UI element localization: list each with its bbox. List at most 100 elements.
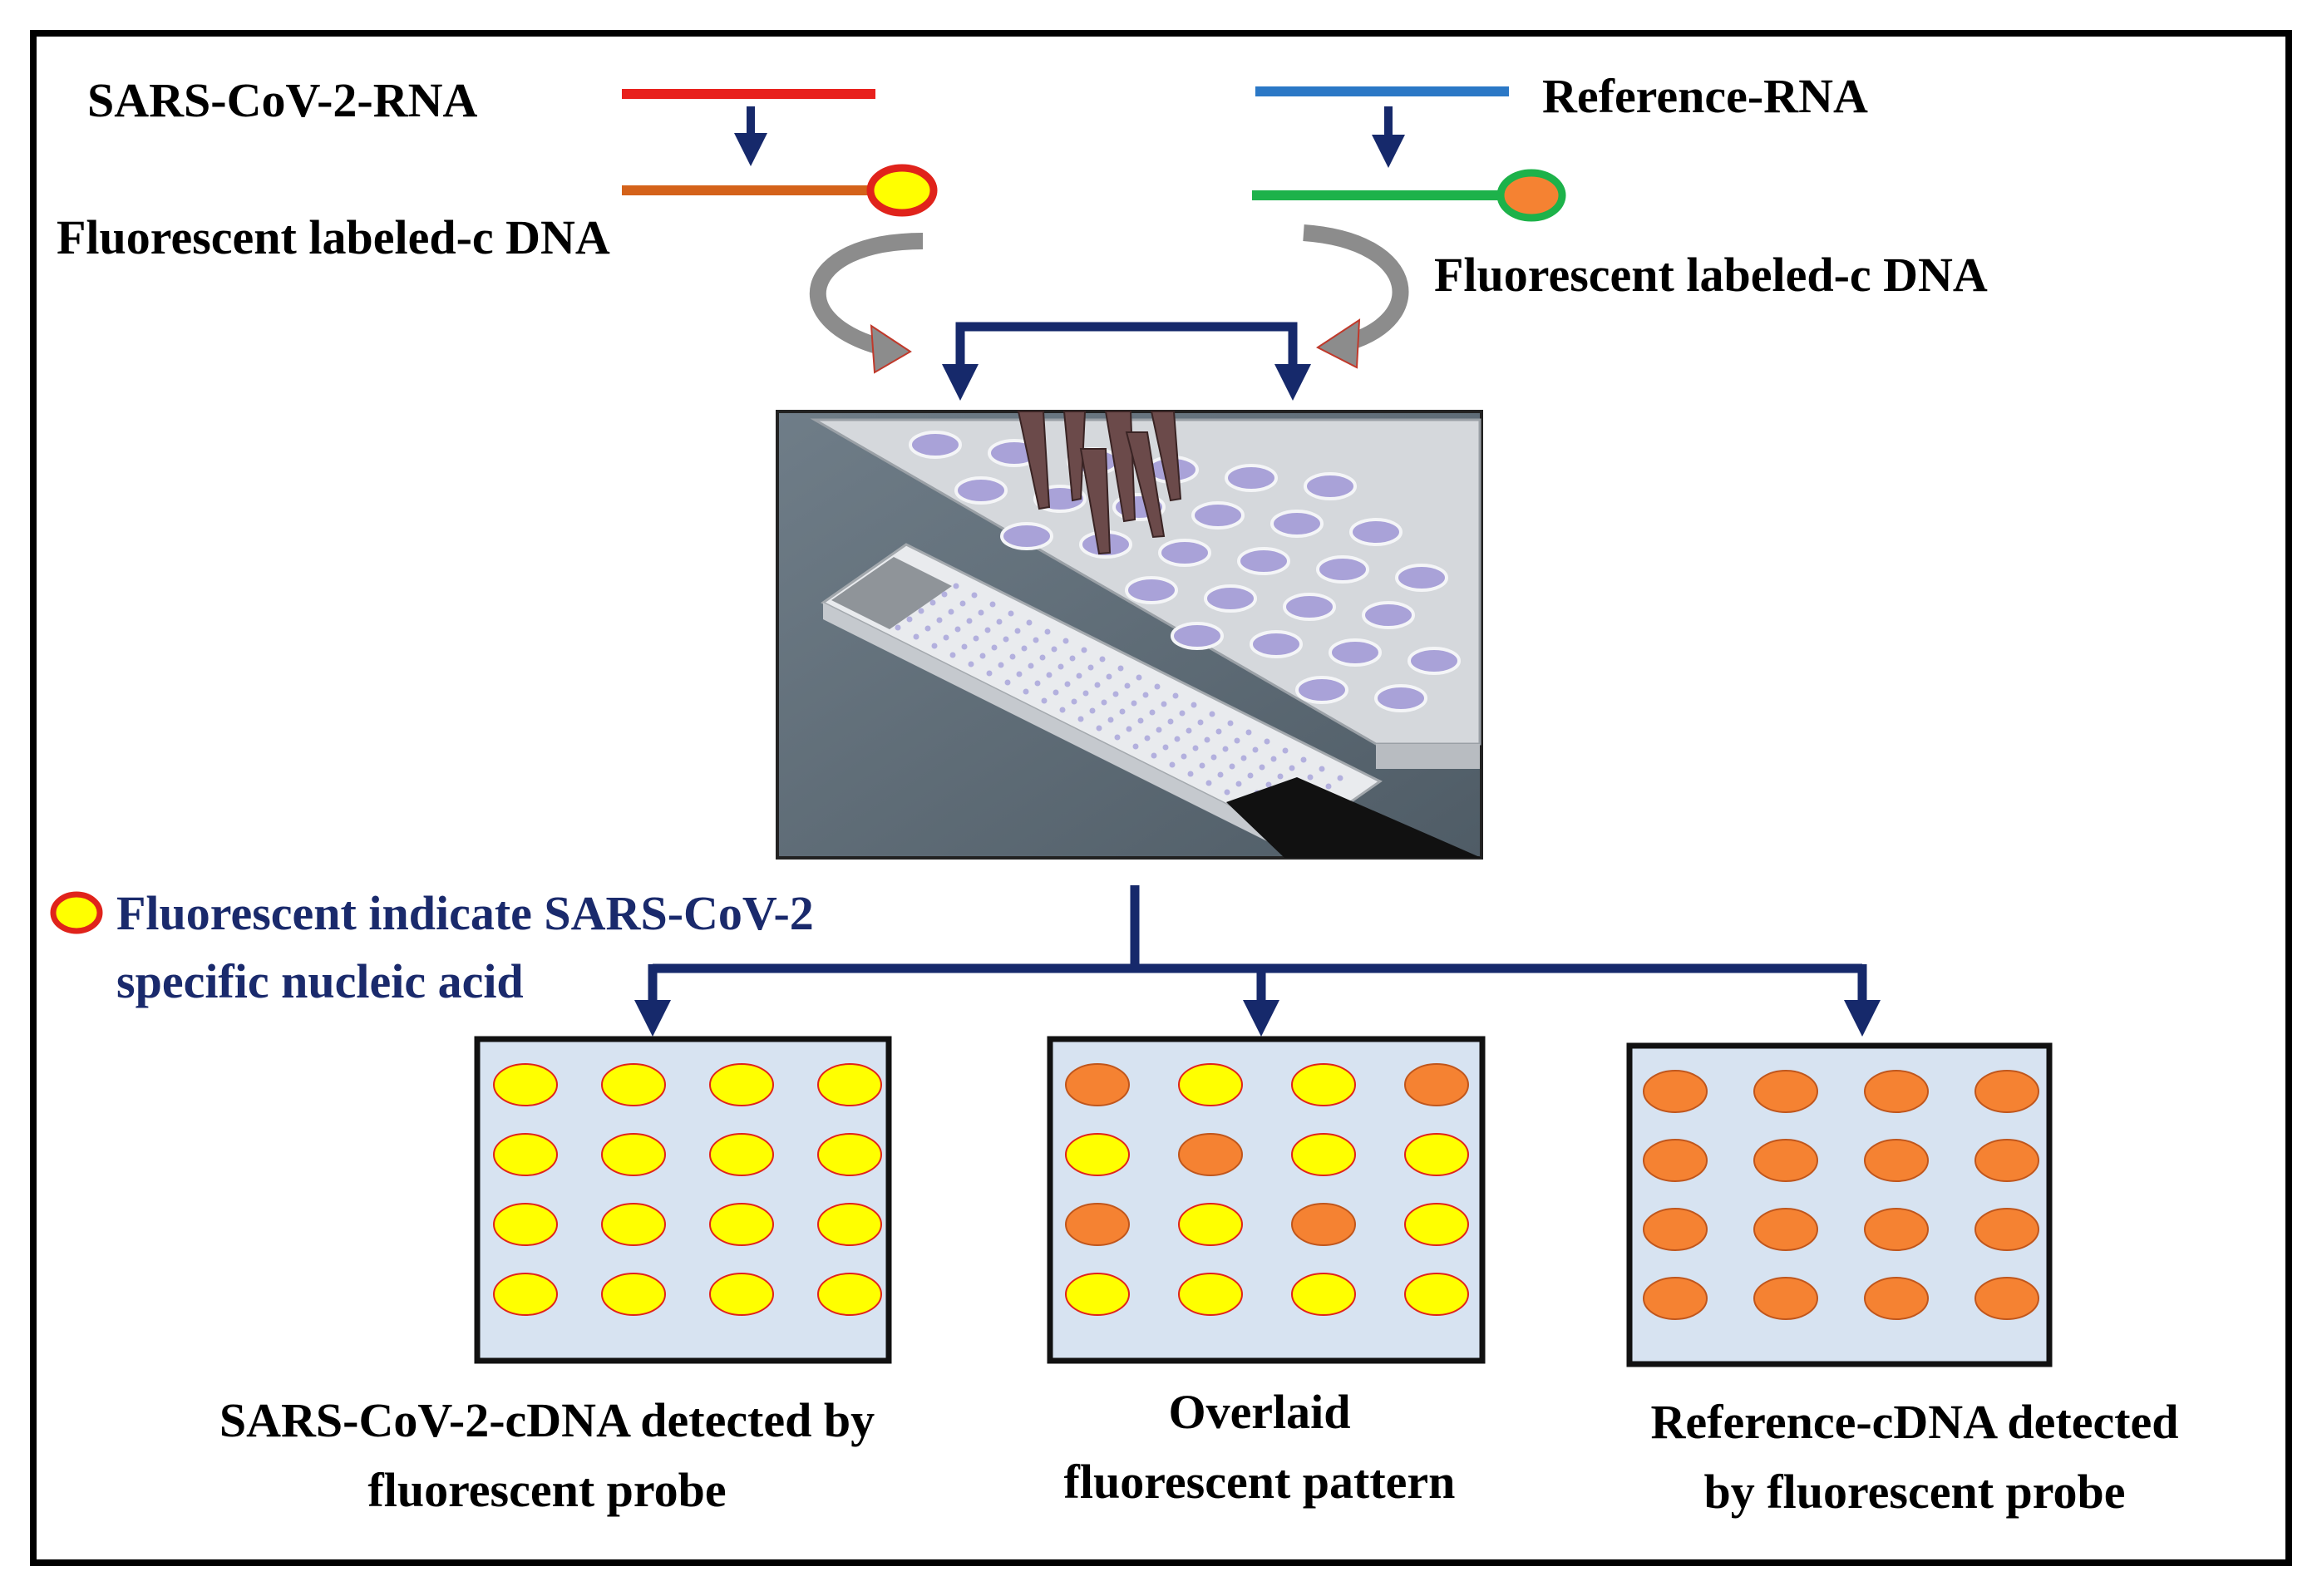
slide-spot <box>973 635 979 642</box>
slide-spot <box>991 644 998 651</box>
slide-spot <box>1154 683 1161 690</box>
panel-overlaid-caption-1: Overlaid <box>1168 1385 1350 1439</box>
slide-spot <box>929 599 936 606</box>
curved-arrow-right-head <box>1316 318 1361 369</box>
slide-spot <box>1016 671 1023 677</box>
slide-spot <box>1081 647 1087 653</box>
slide-spot <box>1034 680 1041 687</box>
pipette-tips <box>1017 411 1182 555</box>
yellow-spot <box>817 1273 882 1316</box>
plate-well <box>1374 684 1427 712</box>
orange-spot <box>1404 1063 1469 1106</box>
orange-spot <box>1864 1070 1929 1113</box>
yellow-spot <box>1065 1133 1130 1176</box>
curved-arrow-right <box>1303 224 1409 353</box>
slide-spot <box>989 601 996 608</box>
slide-spot <box>959 600 966 607</box>
slide-spot <box>1059 707 1066 713</box>
panel-overlaid-caption-2: fluorescent pattern <box>1064 1455 1456 1509</box>
plate-well <box>1237 547 1290 575</box>
slide-spot <box>941 591 948 598</box>
yellow-spot <box>493 1063 558 1106</box>
slide-spot <box>936 617 943 623</box>
plate-well <box>1158 539 1211 567</box>
slide-spot <box>924 625 931 632</box>
slide-spot <box>1224 789 1230 796</box>
slide-spot <box>1008 610 1014 617</box>
fluorescent-cdna-left-label: Fluorescent labeled-c DNA <box>57 210 610 264</box>
orange-spot <box>1643 1070 1708 1113</box>
slide-spot <box>1234 737 1240 744</box>
slide-spot <box>1325 783 1332 790</box>
yellow-spot <box>1291 1273 1356 1316</box>
slide-spot <box>1033 637 1039 643</box>
slide-spot <box>1167 718 1174 725</box>
slide-spot <box>1270 756 1277 762</box>
orange-spot <box>1864 1208 1929 1251</box>
curved-arrow-left <box>809 233 924 357</box>
plate-well <box>1395 564 1448 592</box>
yellow-spot <box>1178 1063 1243 1106</box>
yellow-spot <box>709 1133 774 1176</box>
slide-spot-grid <box>895 583 1343 823</box>
slide-spot <box>1077 716 1084 722</box>
yellow-spot <box>1178 1203 1243 1246</box>
slide-spot <box>1172 692 1179 699</box>
slide-spot <box>966 618 973 624</box>
plate-well <box>1204 584 1257 613</box>
merge-bracket <box>955 322 1298 378</box>
yellow-spot <box>493 1203 558 1246</box>
slide-spot <box>895 624 901 631</box>
orange-spot <box>1753 1139 1818 1182</box>
slide-spot <box>1245 729 1252 736</box>
slide-spot <box>948 608 954 615</box>
plate-well <box>1000 522 1053 550</box>
yellow-spot <box>1291 1133 1356 1176</box>
plate-well <box>1329 638 1382 667</box>
yellow-spot <box>1291 1063 1356 1106</box>
plate-well <box>1270 510 1324 538</box>
reference-fluorophore-icon <box>1496 169 1566 222</box>
slide-spot <box>1142 692 1149 698</box>
yellow-spot <box>601 1203 666 1246</box>
yellow-spot <box>817 1203 882 1246</box>
slide-spot <box>1003 636 1009 643</box>
slide-spot <box>1106 673 1112 680</box>
slide-spot <box>1222 746 1229 752</box>
slide-spot <box>1319 766 1325 772</box>
slide-spot <box>1300 756 1307 763</box>
yellow-spot <box>493 1273 558 1316</box>
slide-spot <box>1071 698 1077 705</box>
slide-spot <box>913 633 919 640</box>
slide-spot <box>1112 691 1119 697</box>
slide-spot <box>1082 690 1089 697</box>
slide-spot <box>1229 763 1235 770</box>
slide-spot <box>1265 781 1272 788</box>
slide-spot <box>1169 761 1176 768</box>
slide-spot <box>1210 754 1217 761</box>
slide-spot <box>954 626 961 633</box>
slide-spot <box>1119 708 1126 715</box>
plate-well <box>1407 647 1461 675</box>
slide-spot <box>1136 674 1142 681</box>
slide-spot <box>1186 727 1192 734</box>
orange-spot <box>1753 1208 1818 1251</box>
slide-spot <box>1215 728 1222 735</box>
orange-spot <box>1864 1139 1929 1182</box>
curved-arrow-left-head <box>870 324 912 374</box>
slide-spot <box>1046 672 1053 678</box>
slide-spot <box>1204 736 1210 743</box>
slide-spot <box>1191 702 1197 708</box>
plate-well <box>1304 472 1357 500</box>
yellow-spot <box>1404 1203 1469 1246</box>
orange-spot <box>1753 1277 1818 1320</box>
legend-yellow-dot-icon <box>50 891 103 934</box>
slide-spot <box>1076 672 1082 679</box>
slide-spot <box>906 616 913 623</box>
yellow-spot <box>601 1133 666 1176</box>
slide-spot <box>1069 655 1076 662</box>
plate-well <box>1283 593 1336 621</box>
slide-spot <box>1126 726 1132 732</box>
slide-spot <box>949 652 956 658</box>
